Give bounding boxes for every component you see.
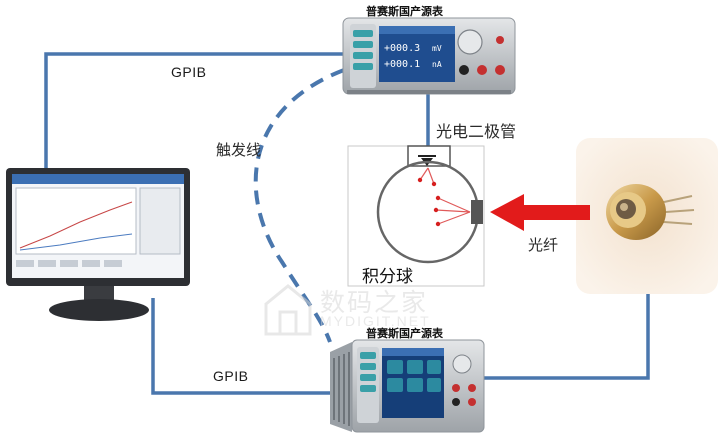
fiber-label: 光纤 <box>528 236 559 254</box>
watermark-sub: MYDIGIT.NET <box>320 313 431 329</box>
photodiode-label: 光电二极管 <box>436 122 517 141</box>
integrating-sphere-label: 积分球 <box>362 267 413 287</box>
gpib-label-bottom: GPIB <box>213 368 249 384</box>
smu-current-unit: nA <box>432 60 442 69</box>
watermark-main: 数码之家 <box>320 288 429 317</box>
smu-voltage-value: +000.3 <box>384 43 420 54</box>
trigger-line-label: 触发线 <box>216 141 262 159</box>
monitor-icon <box>6 168 190 321</box>
smu-device-icon-bottom <box>330 339 485 433</box>
smu-top-title: 普赛斯国产源表 <box>366 5 443 18</box>
gpib-line-bottom <box>151 298 342 395</box>
laser-arrow <box>490 194 590 231</box>
watermark-house-icon <box>264 284 312 336</box>
smu-current-value: +000.1 <box>384 59 420 70</box>
smu-bottom-title: 普赛斯国产源表 <box>366 327 443 340</box>
trigger-line-dashed <box>253 68 345 343</box>
watermark: 数码之家 MYDIGIT.NET <box>262 283 462 339</box>
integrating-sphere-icon <box>347 145 485 287</box>
laser-diode-icon <box>606 184 695 240</box>
smu-device-icon: +000.3 mV +000.1 nA <box>342 17 516 95</box>
gpib-label-top: GPIB <box>171 64 207 80</box>
gpib-line-top <box>44 52 344 168</box>
smu-voltage-unit: mV <box>432 44 442 53</box>
